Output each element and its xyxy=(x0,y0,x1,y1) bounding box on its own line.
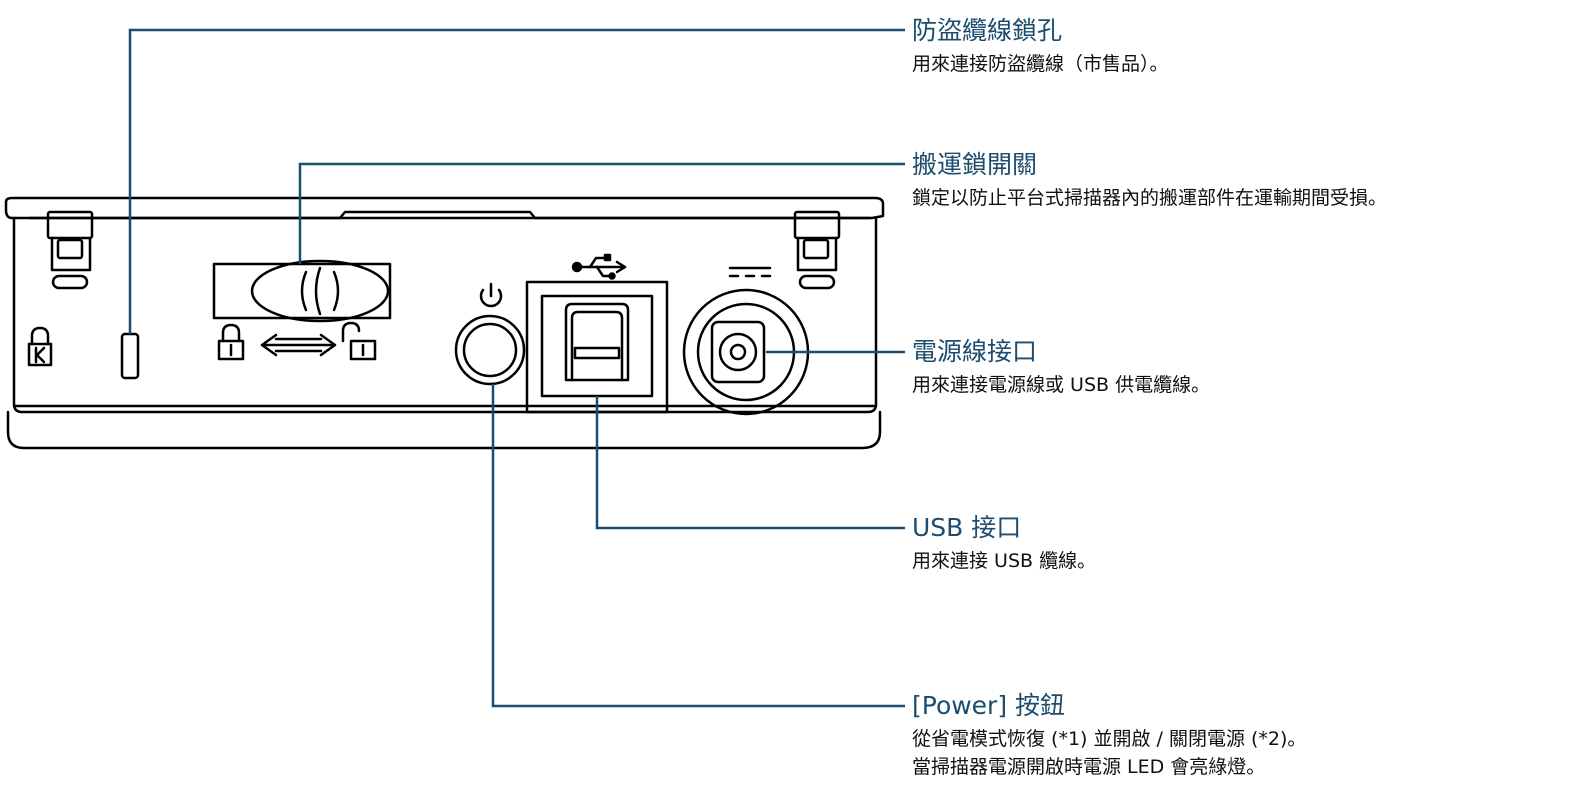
right-hinge xyxy=(793,210,841,290)
usb-icon xyxy=(571,253,627,280)
unlock-padlock-icon xyxy=(341,321,377,361)
transport-lock-switch[interactable] xyxy=(212,259,392,323)
leader-security-slot xyxy=(128,28,905,334)
scanner-lid xyxy=(4,196,885,220)
left-hinge xyxy=(46,210,94,290)
usb-connector-desc: 用來連接 USB 纜線。 xyxy=(912,550,1097,572)
callout-power-button: [Power] 按鈕 從省電模式恢復 (*1) 並開啟 / 關閉電源 (*2)。… xyxy=(912,691,1306,781)
callout-transport-lock: 搬運鎖開關 鎖定以防止平台式掃描器內的搬運部件在運輸期間受損。 xyxy=(912,150,1387,212)
leader-transport-lock xyxy=(298,162,905,264)
callout-security-slot: 防盜纜線鎖孔 用來連接防盜纜線（市售品）。 xyxy=(912,16,1169,78)
power-button-desc-1: 從省電模式恢復 (*1) 並開啟 / 關閉電源 (*2)。 xyxy=(912,728,1307,750)
callout-power-connector: 電源線接口 用來連接電源線或 USB 供電纜線。 xyxy=(912,337,1210,399)
callout-usb-connector: USB 接口 用來連接 USB 纜線。 xyxy=(912,513,1096,575)
leader-usb-connector xyxy=(595,396,905,530)
scanner-base xyxy=(6,410,882,450)
power-icon xyxy=(479,282,503,308)
padlock-icon xyxy=(217,323,245,361)
power-button-title: [Power] 按鈕 xyxy=(912,691,1066,720)
transport-lock-title: 搬運鎖開關 xyxy=(912,150,1038,179)
power-connector-desc: 用來連接電源線或 USB 供電纜線。 xyxy=(912,374,1211,396)
security-slot xyxy=(120,332,140,380)
security-slot-desc: 用來連接防盜纜線（市售品）。 xyxy=(912,53,1169,75)
kensington-lock-icon xyxy=(27,326,53,367)
lock-direction-arrow xyxy=(260,333,337,357)
usb-port[interactable] xyxy=(525,280,669,414)
dc-power-icon xyxy=(728,266,772,278)
power-button-desc-2: 當掃描器電源開啟時電源 LED 會亮綠燈。 xyxy=(912,756,1266,778)
leader-power-button xyxy=(491,384,905,708)
usb-connector-title: USB 接口 xyxy=(912,513,1022,542)
security-slot-title: 防盜纜線鎖孔 xyxy=(912,16,1063,45)
transport-lock-desc: 鎖定以防止平台式掃描器內的搬運部件在運輸期間受損。 xyxy=(912,187,1388,209)
power-button[interactable] xyxy=(454,314,526,386)
power-connector-title: 電源線接口 xyxy=(912,337,1038,366)
